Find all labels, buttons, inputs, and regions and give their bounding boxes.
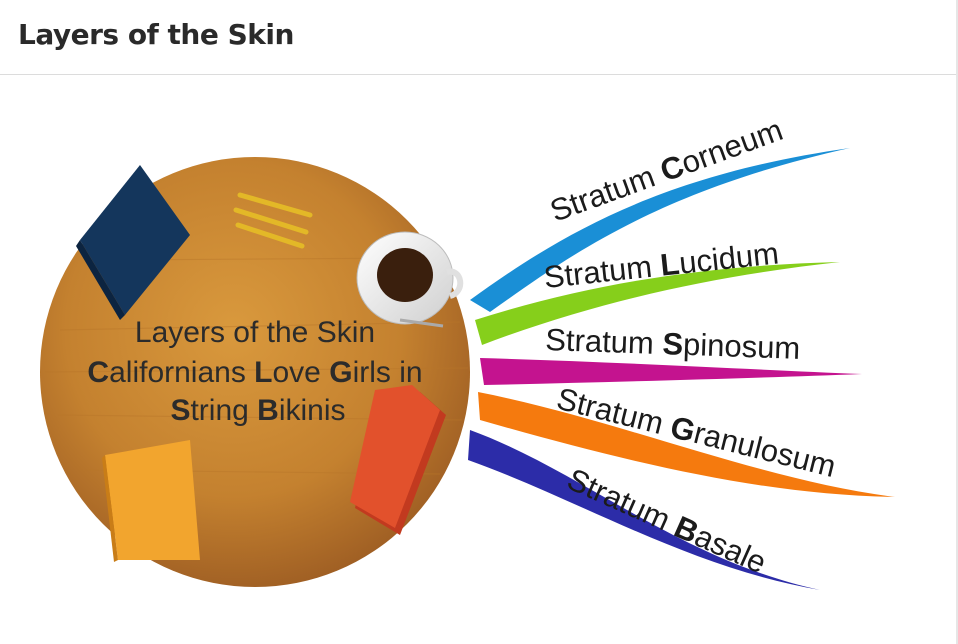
label-rest: pinosum (683, 327, 801, 366)
center-title: Layers of the Skin (135, 316, 375, 349)
table-illustration (40, 157, 470, 587)
mnemonic-initial: S (170, 394, 190, 427)
label-initial: S (662, 326, 684, 362)
mnemonic-word-rest: irls in (353, 356, 423, 389)
orange-book-icon (102, 440, 200, 562)
red-books-icon (350, 385, 446, 535)
label-rest: ucidum (677, 235, 780, 280)
mnemonic-initial: C (87, 356, 109, 389)
mnemonic-line-1: Californians Love Girls in (87, 356, 422, 389)
mnemonic-line-2: String Bikinis (170, 394, 345, 427)
label-initial: L (659, 246, 681, 283)
center-text: Layers of the Skin Californians Love Gir… (87, 316, 422, 427)
skin-layers-mind-map: Layers of the Skin Californians Love Gir… (40, 112, 895, 590)
branch-labels: Stratum Corneum Stratum Lucidum Stratum … (542, 112, 839, 580)
ribbon-lucidum (475, 262, 840, 345)
label-rest: asale (690, 518, 772, 580)
pencils-icon (233, 192, 313, 249)
mnemonic-word-rest: ove (273, 356, 330, 389)
page-header: Layers of the Skin (0, 0, 958, 75)
mnemonic-initial: L (254, 356, 272, 389)
branch-ribbons (468, 148, 895, 590)
mnemonic-word-rest: ikinis (279, 394, 346, 427)
ribbon-basale (468, 430, 820, 590)
mnemonic-initial: G (329, 356, 352, 389)
label-prefix: Stratum (545, 322, 663, 361)
mnemonic-word-rest: alifornians (109, 356, 254, 389)
ribbon-spinosum (480, 358, 862, 385)
label-rest: orneum (677, 112, 788, 181)
navy-book-icon (76, 165, 190, 320)
mnemonic-word-rest: tring (190, 394, 257, 427)
ribbon-granulosum (478, 392, 895, 497)
label-stratum-spinosum: Stratum Spinosum (545, 322, 801, 366)
content-border (956, 0, 958, 644)
ribbon-corneum (470, 148, 850, 312)
mnemonic-initial: B (257, 394, 279, 427)
page-title: Layers of the Skin (18, 18, 294, 51)
coffee-cup-icon (356, 231, 464, 328)
label-prefix: Stratum (562, 461, 683, 541)
